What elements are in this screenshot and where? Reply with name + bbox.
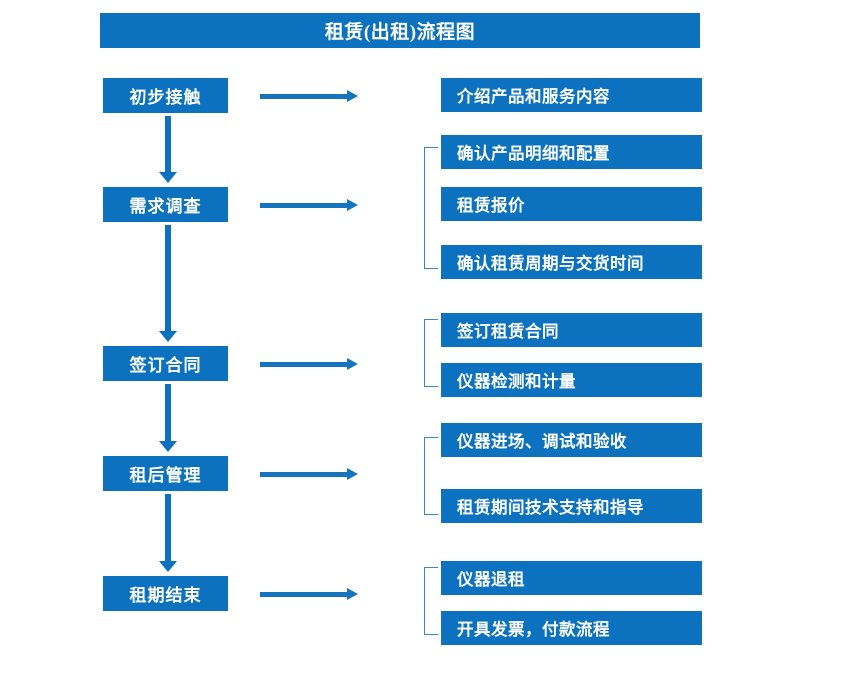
detail-box-6[interactable]: 仪器检测和计量 [441, 363, 702, 397]
detail-box-1[interactable]: 介绍产品和服务内容 [441, 78, 702, 112]
detail-label-5: 签订租赁合同 [457, 322, 559, 341]
right-arrow-stage4 [260, 466, 358, 482]
right-arrow-stage5 [260, 586, 358, 602]
group-bracket-contract [424, 319, 438, 387]
group-bracket-rental-end [424, 567, 438, 635]
detail-label-7: 仪器进场、调试和验收 [457, 432, 627, 451]
detail-box-2[interactable]: 确认产品明细和配置 [441, 135, 702, 169]
right-arrow-stage2 [260, 197, 358, 213]
detail-box-4[interactable]: 确认租赁周期与交货时间 [441, 245, 702, 279]
group-bracket-demand-survey [424, 147, 438, 269]
diagram-title-bar: 租赁(出租)流程图 [100, 13, 700, 48]
down-arrow-stage4-stage5 [159, 494, 177, 572]
detail-box-3[interactable]: 租赁报价 [441, 187, 702, 221]
right-arrow-stage1 [260, 88, 358, 104]
detail-label-3: 租赁报价 [457, 196, 525, 215]
stage-box-4[interactable]: 租后管理 [103, 456, 228, 491]
diagram-title: 租赁(出租)流程图 [324, 22, 476, 43]
detail-box-8[interactable]: 租赁期间技术支持和指导 [441, 489, 702, 523]
detail-label-4: 确认租赁周期与交货时间 [457, 254, 644, 273]
detail-box-7[interactable]: 仪器进场、调试和验收 [441, 423, 702, 457]
stage-box-5[interactable]: 租期结束 [103, 576, 228, 611]
down-arrow-stage1-stage2 [159, 116, 177, 183]
detail-box-10[interactable]: 开具发票，付款流程 [441, 611, 702, 645]
detail-label-2: 确认产品明细和配置 [457, 144, 610, 163]
detail-label-10: 开具发票，付款流程 [457, 620, 610, 639]
detail-label-8: 租赁期间技术支持和指导 [457, 498, 644, 517]
stage-label-1: 初步接触 [129, 88, 202, 107]
stage-label-2: 需求调查 [129, 197, 202, 216]
down-arrow-stage3-stage4 [159, 384, 177, 452]
down-arrow-stage2-stage3 [159, 225, 177, 342]
detail-label-6: 仪器检测和计量 [457, 372, 576, 391]
detail-box-5[interactable]: 签订租赁合同 [441, 313, 702, 347]
stage-label-5: 租期结束 [129, 586, 202, 605]
stage-box-3[interactable]: 签订合同 [103, 346, 228, 381]
stage-box-2[interactable]: 需求调查 [103, 187, 228, 222]
detail-box-9[interactable]: 仪器退租 [441, 561, 702, 595]
group-bracket-post-rental [424, 437, 438, 515]
detail-label-9: 仪器退租 [457, 570, 525, 589]
detail-label-1: 介绍产品和服务内容 [457, 87, 610, 106]
right-arrow-stage3 [260, 356, 358, 372]
stage-box-1[interactable]: 初步接触 [103, 78, 228, 113]
stage-label-4: 租后管理 [129, 466, 202, 485]
stage-label-3: 签订合同 [129, 356, 202, 375]
